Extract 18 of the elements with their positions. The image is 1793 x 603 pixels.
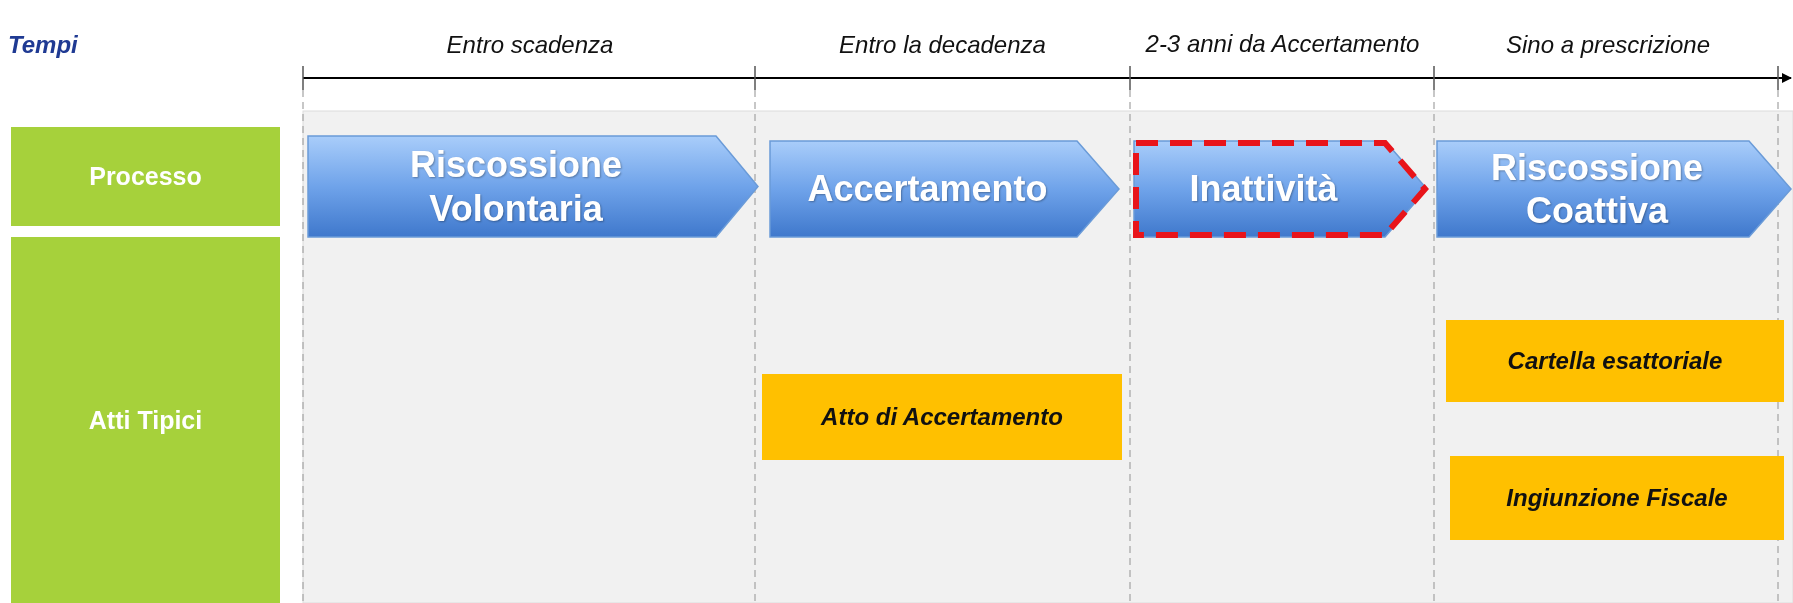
document-box: Ingiunzione Fiscale xyxy=(1450,456,1784,540)
process-step xyxy=(768,139,1121,239)
row-header-title: Tempi xyxy=(8,30,79,61)
column-header: Entro scadenza xyxy=(445,30,615,61)
document-box: Cartella esattoriale xyxy=(1446,320,1784,402)
column-header: Sino a prescrizione xyxy=(1504,30,1712,61)
process-title: Riscossione Volontaria xyxy=(408,143,624,230)
process-step xyxy=(306,134,760,239)
process-title: Riscossione Coattiva xyxy=(1489,145,1705,233)
row-header-band: Processo xyxy=(11,127,280,226)
document-box: Atto di Accertamento xyxy=(762,374,1122,460)
column-header: Entro la decadenza xyxy=(838,30,1047,61)
process-step xyxy=(1132,139,1429,239)
row-header-band: Atti Tipici xyxy=(11,237,280,603)
process-step xyxy=(1435,139,1793,239)
process-title: Inattività xyxy=(1189,167,1338,211)
column-header: 2-3 anni da Accertamento xyxy=(1144,29,1421,60)
process-title: Accertamento xyxy=(807,167,1048,211)
